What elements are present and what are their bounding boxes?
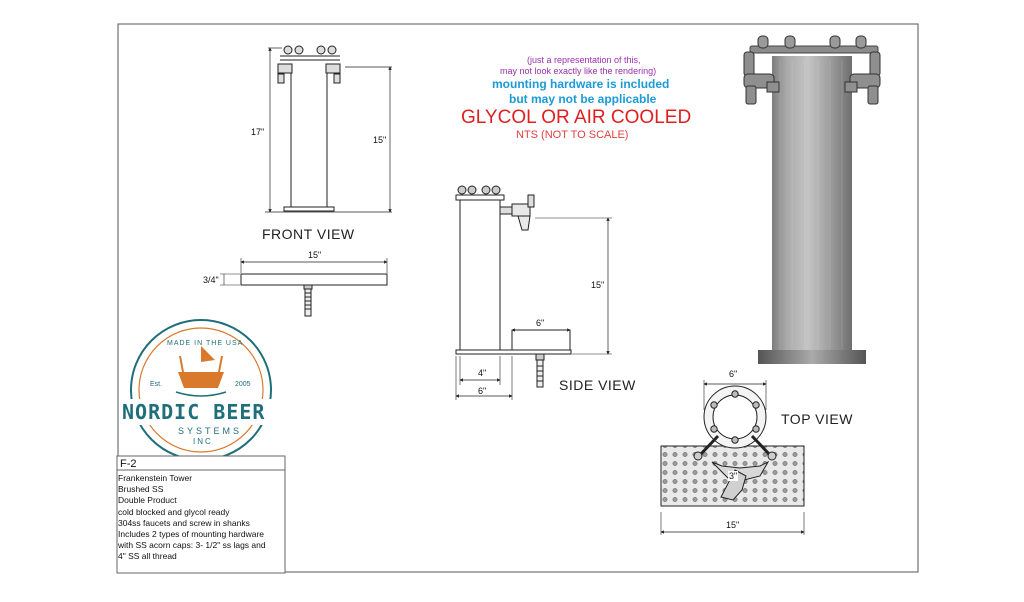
top-view-drawing — [660, 380, 805, 535]
side-drip-width-dim: 6" — [536, 318, 545, 328]
note-line: Includes 2 types of mounting hardware — [118, 529, 265, 540]
drip-tray-front-drawing — [220, 258, 388, 317]
top-width-dim: 15" — [726, 520, 740, 530]
logo-systems: SYSTEMS — [178, 426, 243, 436]
top-view-label: TOP VIEW — [781, 411, 853, 427]
top-flange-dim: 6" — [729, 369, 738, 379]
note-line: with SS acorn caps: 3- 1/2" ss lags and — [118, 540, 266, 551]
logo-year: 2005 — [235, 381, 251, 388]
disclaimer-text-2: may not look exactly like the rendering) — [500, 66, 657, 76]
mounting-text-1: mounting hardware is included — [492, 77, 670, 91]
note-line: 4" SS all thread — [118, 551, 177, 562]
side-base-outer-dim: 6" — [478, 386, 487, 396]
top-inner-dim: 3" — [728, 471, 739, 481]
drip-thickness-dim: 3/4" — [203, 275, 219, 285]
front-view-label: FRONT VIEW — [262, 226, 355, 242]
company-logo — [120, 319, 283, 461]
side-view-drawing — [455, 185, 612, 400]
logo-brand: NORDIC BEER — [122, 400, 266, 424]
front-height-column-dim: 15" — [373, 135, 387, 145]
front-height-total-dim: 17" — [251, 127, 265, 137]
product-code: F-2 — [120, 458, 137, 470]
side-view-label: SIDE VIEW — [559, 377, 636, 393]
info-box — [116, 455, 286, 574]
note-line: Brushed SS — [118, 484, 164, 495]
note-line: Frankenstein Tower — [118, 473, 193, 483]
front-view-drawing — [265, 45, 392, 213]
mounting-text-2: but may not be applicable — [509, 92, 657, 106]
tower-rendering — [743, 35, 881, 364]
side-base-inner-dim: 4" — [478, 368, 487, 378]
side-height-dim: 15" — [591, 280, 605, 290]
product-notes: Frankenstein Tower Brushed SS Double Pro… — [118, 473, 284, 563]
note-line: cold blocked and glycol ready — [118, 506, 230, 517]
note-line: Double Product — [118, 495, 177, 506]
logo-est: Est. — [150, 381, 163, 388]
disclaimer-text-1: (just a representation of this, — [527, 55, 641, 65]
logo-inc: INC — [193, 437, 213, 446]
logo-made-in-usa: MADE IN THE USA — [167, 340, 244, 347]
scale-note: NTS (NOT TO SCALE) — [516, 129, 629, 141]
drip-width-dim: 15" — [308, 250, 322, 260]
cooling-heading: GLYCOL OR AIR COOLED — [461, 107, 692, 128]
note-line: 304ss faucets and screw in shanks — [118, 517, 250, 528]
